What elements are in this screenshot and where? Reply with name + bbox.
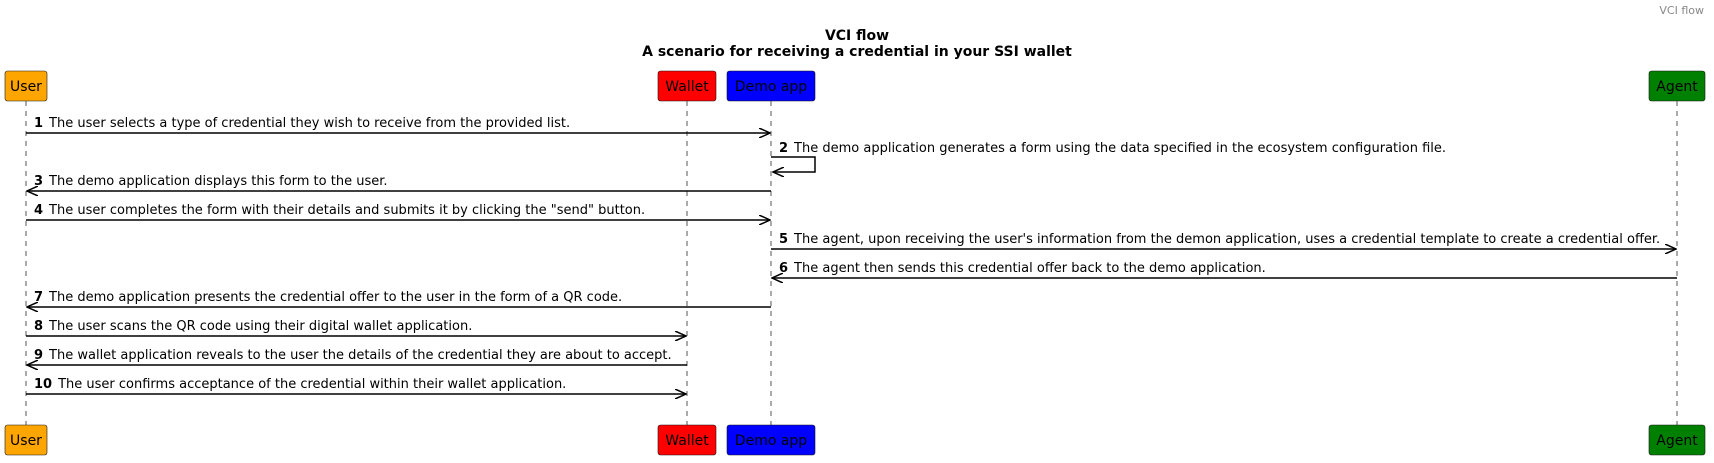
message-9: 9 The wallet application reveals to the u… [27, 348, 687, 365]
participant-agent-bottom: Agent [1648, 424, 1706, 456]
message-text: The user scans the QR code using their d… [48, 319, 472, 334]
message-number: 1 [34, 116, 43, 131]
participant-label: User [10, 79, 42, 95]
participant-box [726, 424, 816, 456]
message-label: 2 The demo application generates a form u… [779, 141, 1446, 156]
header-label: VCI flow [1659, 4, 1704, 17]
message-6: 6 The agent then sends this credential of… [772, 261, 1677, 278]
participant-box [657, 424, 717, 456]
message-1: 1 The user selects a type of credential t… [26, 116, 770, 133]
participant-wallet-bottom: Wallet [657, 424, 717, 456]
title-block: VCI flow A scenario for receiving a cred… [0, 28, 1714, 60]
message-number: 5 [779, 232, 788, 247]
message-number: 6 [779, 261, 788, 276]
participant-wallet-top: Wallet [657, 70, 717, 102]
message-text: The user confirms acceptance of the cred… [57, 377, 566, 392]
message-text: The user selects a type of credential th… [48, 116, 570, 131]
participant-label: Agent [1656, 79, 1698, 95]
message-7: 7 The demo application presents the crede… [27, 290, 771, 307]
message-number: 9 [34, 348, 43, 363]
message-number: 10 [34, 377, 52, 392]
message-text: The demo application generates a form us… [793, 141, 1446, 156]
message-number: 3 [34, 174, 43, 189]
message-2: 2 The demo application generates a form u… [771, 141, 1446, 172]
message-text: The user completes the form with their d… [48, 203, 645, 218]
message-3: 3 The demo application displays this form… [27, 174, 771, 191]
participant-box [1648, 424, 1706, 456]
message-label: 5 The agent, upon receiving the user's in… [779, 232, 1660, 247]
diagram-subtitle: A scenario for receiving a credential in… [642, 44, 1072, 60]
message-label: 6 The agent then sends this credential of… [779, 261, 1266, 276]
message-text: The agent then sends this credential off… [793, 261, 1266, 276]
participant-label: User [10, 433, 42, 449]
message-label: 1 The user selects a type of credential t… [34, 116, 570, 131]
message-arrow [771, 156, 816, 172]
message-4: 4 The user completes the form with their … [26, 203, 770, 220]
participant-demo-bottom: Demo app [726, 424, 816, 456]
participant-box [4, 70, 48, 102]
participant-user-top: User [4, 70, 48, 102]
message-label: 9 The wallet application reveals to the u… [34, 348, 672, 363]
message-label: 3 The demo application displays this form… [34, 174, 388, 189]
participant-demo-top: Demo app [726, 70, 816, 102]
message-text: The demo application presents the creden… [48, 290, 622, 305]
message-label: 10 The user confirms acceptance of the cr… [34, 377, 566, 392]
message-text: The agent, upon receiving the user's inf… [793, 232, 1660, 247]
participant-label: Wallet [665, 79, 709, 95]
participant-label: Agent [1656, 433, 1698, 449]
message-label: 8 The user scans the QR code using their … [34, 319, 472, 334]
message-number: 7 [34, 290, 43, 305]
participant-box [657, 70, 717, 102]
message-number: 8 [34, 319, 43, 334]
message-5: 5 The agent, upon receiving the user's in… [771, 232, 1676, 249]
participant-label: Wallet [665, 433, 709, 449]
participant-box [1648, 70, 1706, 102]
participant-box [4, 424, 48, 456]
message-label: 4 The user completes the form with their … [34, 203, 645, 218]
message-text: The wallet application reveals to the us… [48, 348, 672, 363]
participant-user-bottom: User [4, 424, 48, 456]
participant-agent-top: Agent [1648, 70, 1706, 102]
participant-label: Demo app [735, 79, 808, 95]
message-8: 8 The user scans the QR code using their … [26, 319, 686, 336]
message-10: 10 The user confirms acceptance of the cr… [26, 377, 686, 394]
message-number: 2 [779, 141, 788, 156]
participant-box [726, 70, 816, 102]
diagram-title: VCI flow [824, 28, 890, 44]
participant-label: Demo app [735, 433, 808, 449]
message-text: The demo application displays this form … [48, 174, 387, 189]
message-number: 4 [34, 203, 43, 218]
message-label: 7 The demo application presents the crede… [34, 290, 622, 305]
